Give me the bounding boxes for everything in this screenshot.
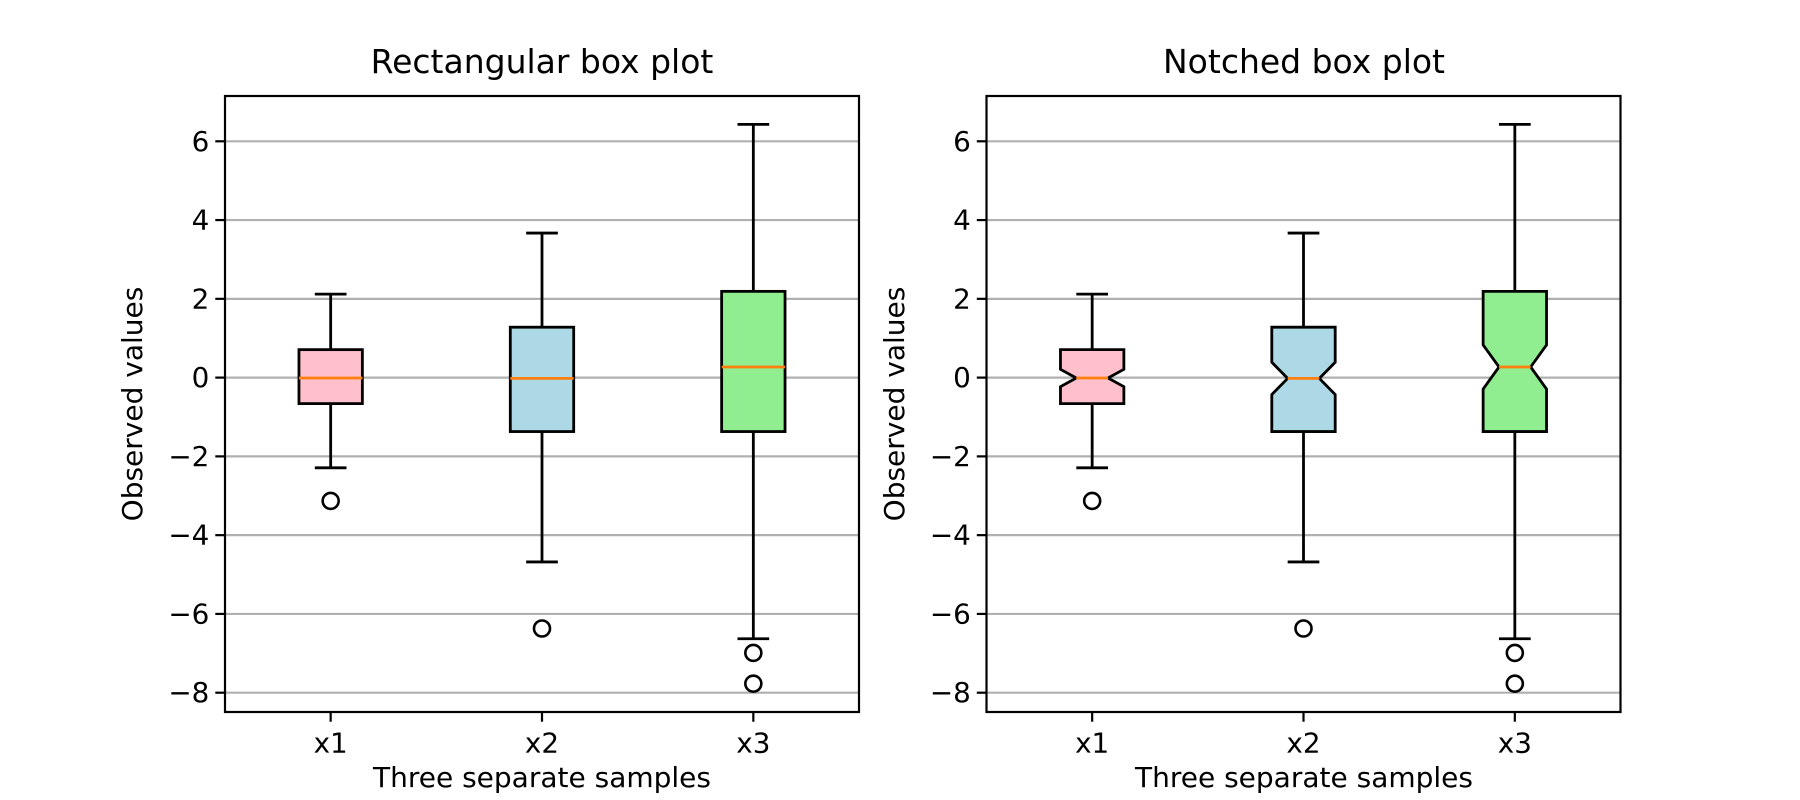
right-x3-outlier-0	[1505, 643, 1525, 663]
left-x-tick-label: x1	[314, 727, 348, 760]
left-y-tick-label: −2	[168, 440, 209, 473]
left-x1-outlier-0	[321, 491, 340, 511]
left-plot-title: Rectangular box plot	[370, 42, 714, 81]
right-y-tick-label: 0	[953, 361, 971, 394]
right-y-tick-label: −8	[930, 676, 971, 709]
left-x3-outlier-1	[744, 674, 763, 693]
right-x1-outlier-0	[1082, 491, 1102, 511]
right-x2-outlier-0	[1294, 619, 1313, 638]
left-y-tick-label: 0	[192, 361, 210, 394]
right-plot-ylabel: Observed values	[878, 286, 911, 522]
right-x3-outlier-1	[1505, 674, 1525, 693]
left-x-tick-label: x2	[525, 727, 559, 760]
right-y-tick-label: 6	[953, 125, 971, 158]
right-plot-title: Notched box plot	[1163, 42, 1445, 81]
left-y-tick-label: −6	[168, 597, 209, 630]
right-plot-xlabel: Three separate samples	[1134, 761, 1473, 794]
left-x2-outlier-0	[532, 619, 552, 638]
right-y-tick-label: 4	[953, 204, 971, 237]
right-y-tick-label: −2	[930, 440, 971, 473]
right-x3-notched-box	[1481, 289, 1548, 433]
right-x-tick-label: x1	[1075, 727, 1109, 760]
left-plot-xlabel: Three separate samples	[372, 761, 711, 794]
left-y-tick-label: −8	[168, 676, 209, 709]
right-x-tick-label: x2	[1286, 727, 1320, 760]
left-plot-ylabel: Observed values	[116, 286, 149, 522]
right-y-tick-label: 2	[953, 282, 971, 315]
left-x3-box	[720, 289, 787, 433]
left-y-tick-label: 6	[192, 125, 210, 158]
left-x-tick-label: x3	[736, 727, 770, 760]
left-y-tick-label: 2	[192, 282, 210, 315]
left-y-tick-label: −4	[168, 519, 209, 552]
right-x-tick-label: x3	[1498, 727, 1532, 760]
right-y-tick-label: −4	[930, 519, 971, 552]
left-x3-outlier-0	[744, 643, 763, 663]
right-y-tick-label: −6	[930, 597, 971, 630]
left-y-tick-label: 4	[192, 204, 210, 237]
